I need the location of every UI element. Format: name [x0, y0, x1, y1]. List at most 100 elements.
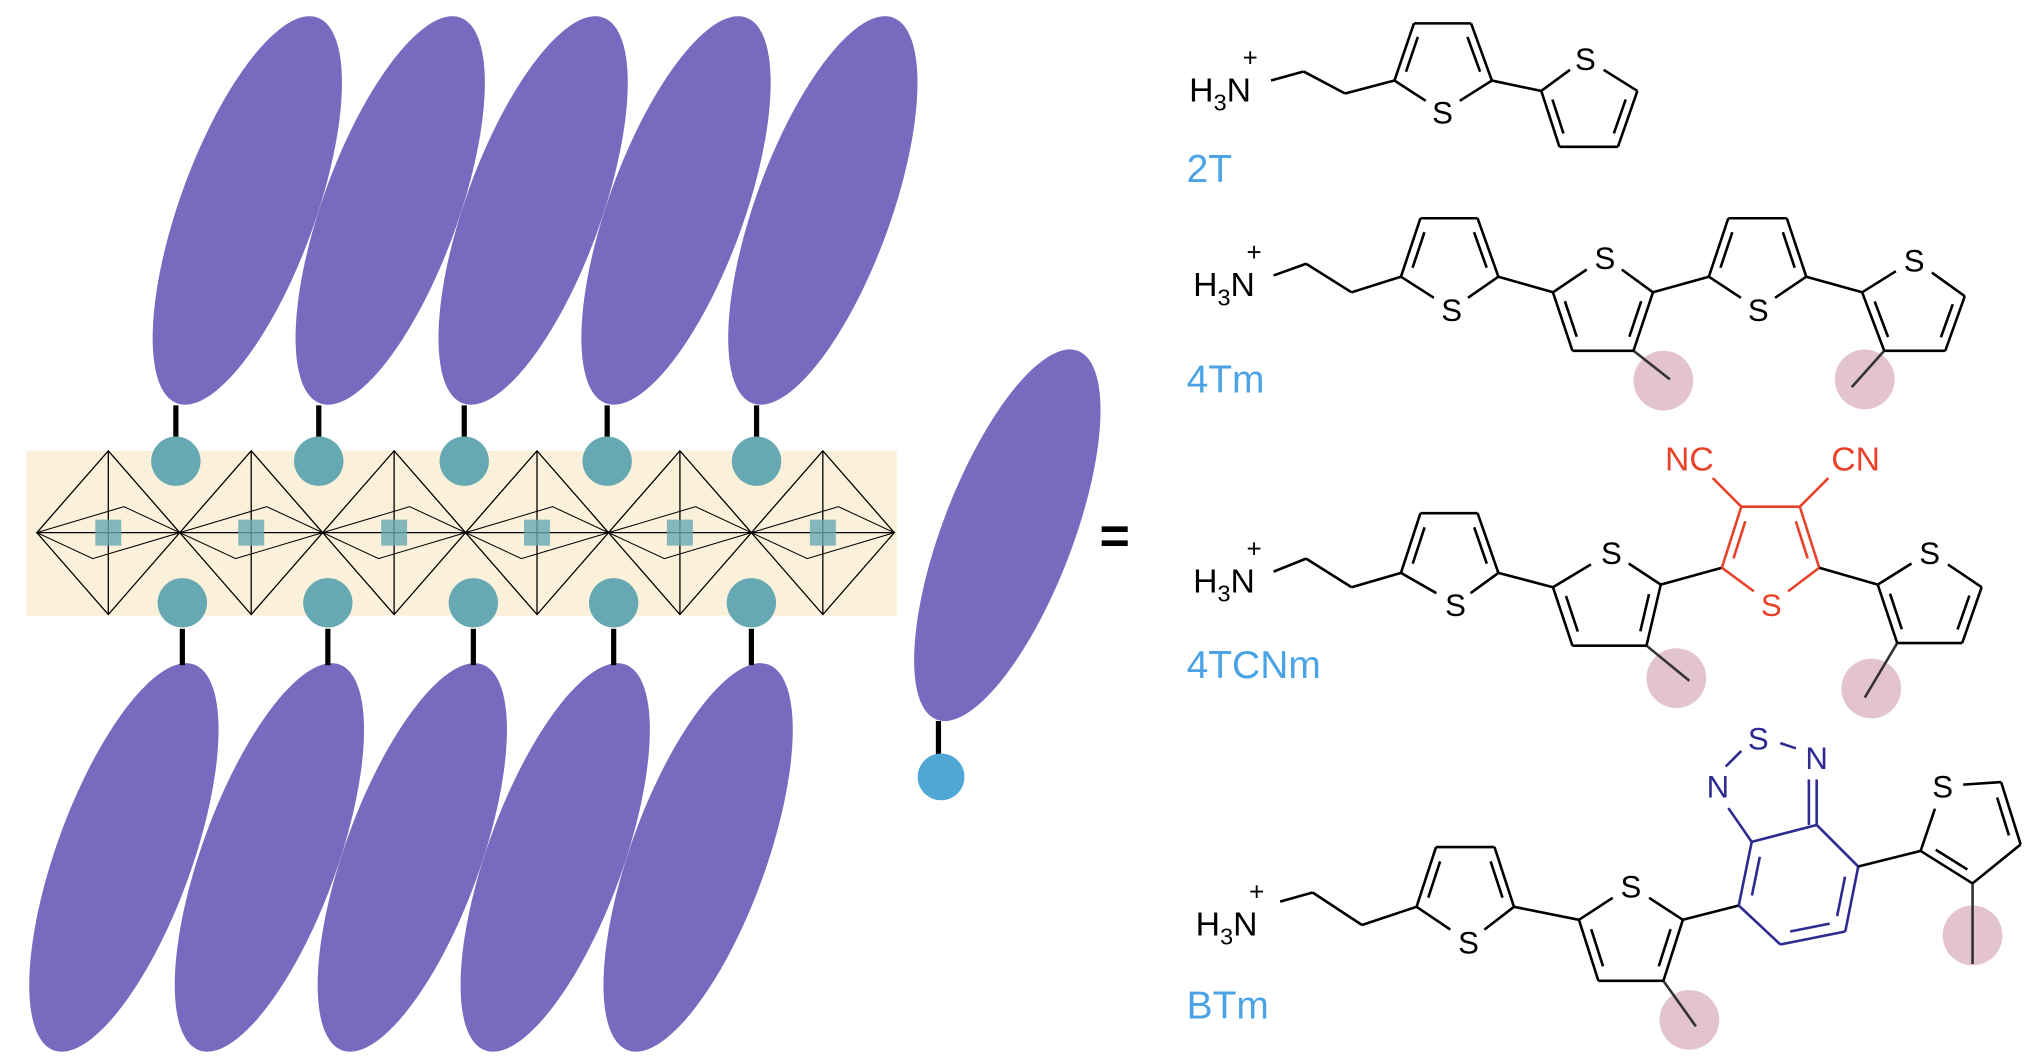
double-bond [1489, 860, 1504, 899]
bond [1513, 905, 1580, 922]
double-bond [1789, 922, 1830, 933]
ammonium-headgroup [294, 436, 344, 486]
ring-bond [1780, 930, 1846, 946]
ring-bond [1860, 291, 1886, 352]
sulfur-atom: S [1441, 293, 1462, 328]
sulfur-atom: S [1621, 870, 1642, 905]
bond [1779, 741, 1797, 750]
double-bond [1551, 99, 1565, 134]
double-bond [1612, 99, 1627, 134]
ammonium-headgroup [439, 436, 489, 486]
ring-bond [1645, 584, 1663, 646]
ring-bond [1721, 566, 1755, 593]
ammonium-label: H3N [1196, 905, 1258, 949]
double-bond [1404, 36, 1420, 73]
double-bond [1564, 595, 1580, 632]
ring-bond [1737, 904, 1782, 946]
nitrogen-atom: N [1805, 741, 1828, 776]
bond [1273, 262, 1307, 277]
equals-sign: = [1100, 507, 1130, 565]
organic-cation-top [152, 16, 342, 405]
bond [1351, 275, 1402, 294]
ring-bond [1469, 571, 1500, 595]
ring-bond [1919, 849, 1974, 885]
octahedron-inner [749, 506, 896, 560]
sulfur-atom: S [1445, 588, 1466, 623]
layered-perovskite-schematic [26, 16, 1101, 1052]
methyl-highlight [1633, 350, 1694, 411]
bond [1798, 477, 1830, 508]
ring-bond [1737, 841, 1753, 906]
ring-bond [1963, 780, 2002, 786]
bond [1305, 557, 1353, 589]
ammonium-headgroup [588, 578, 639, 628]
metal-center [809, 519, 836, 546]
ring-bond [1399, 217, 1422, 278]
bond [1727, 807, 1753, 843]
bond [1273, 557, 1307, 573]
ring-bond [1393, 22, 1416, 81]
ring-bond [1919, 808, 1937, 852]
methyl-highlight [1834, 349, 1895, 410]
bond [1660, 566, 1723, 586]
ring-bond [1578, 896, 1614, 921]
ammonium-headgroup [731, 436, 782, 486]
ring-bond [1947, 563, 1983, 589]
ring-bond [1960, 586, 1983, 644]
bond [1279, 891, 1313, 903]
label-4TCNm: 4TCNm [1187, 644, 1321, 687]
ring-bond [1620, 268, 1654, 294]
ammonium-headgroup [582, 436, 632, 486]
ring-bond [1785, 217, 1808, 278]
double-bond [1427, 860, 1442, 899]
ring-bond [1551, 291, 1574, 352]
double-bond [1628, 300, 1643, 338]
single-cation-ellipse [914, 349, 1101, 722]
ring-bond [1774, 275, 1808, 299]
ring-bond [1476, 217, 1500, 278]
ring-bond [1493, 846, 1516, 908]
organic-cation-top [581, 16, 771, 405]
ring-bond [1467, 275, 1500, 299]
bond [1498, 571, 1554, 589]
sulfur-atom: S [1595, 241, 1616, 276]
double-bond [1781, 231, 1796, 269]
plus-charge: + [1249, 876, 1264, 906]
ring-bond [1798, 506, 1821, 569]
metal-center [95, 519, 122, 546]
double-bond [1935, 848, 1969, 871]
organic-cation-bottom [460, 663, 650, 1052]
double-bond [1563, 300, 1578, 338]
ring-bond [1708, 275, 1742, 299]
methyl-bond [1662, 980, 1697, 1028]
methyl-highlight [1646, 648, 1707, 709]
sulfur-atom: S [1904, 244, 1925, 279]
sulfur-atom: S [1575, 42, 1596, 77]
ring-bond [1999, 781, 2022, 845]
ring-bond [1400, 275, 1435, 299]
sulfur-atom: S [1432, 95, 1453, 130]
double-bond [1732, 520, 1747, 559]
organic-cation-bottom [29, 663, 219, 1052]
ring-bond [1616, 90, 1639, 148]
nitrile-label: NC [1665, 440, 1714, 478]
metal-center [666, 519, 693, 546]
ring-bond [1602, 68, 1639, 93]
organic-cation-bottom [317, 663, 507, 1052]
ring-bond [1551, 586, 1574, 647]
bond [1818, 566, 1879, 586]
ring-bond [1552, 563, 1592, 589]
sulfur-atom: S [1761, 588, 1782, 623]
sulfur-atom: S [1601, 536, 1622, 571]
double-bond [1794, 520, 1809, 559]
plus-charge: + [1247, 533, 1262, 563]
ring-bond [1540, 68, 1571, 92]
sulfur-atom: S [1748, 722, 1769, 757]
ring-bond [1944, 295, 1967, 352]
bond [1711, 477, 1743, 508]
ring-bond [1876, 584, 1899, 644]
bond [1491, 79, 1542, 93]
ring-bond [1540, 90, 1561, 148]
sulfur-atom: S [1932, 770, 1953, 805]
